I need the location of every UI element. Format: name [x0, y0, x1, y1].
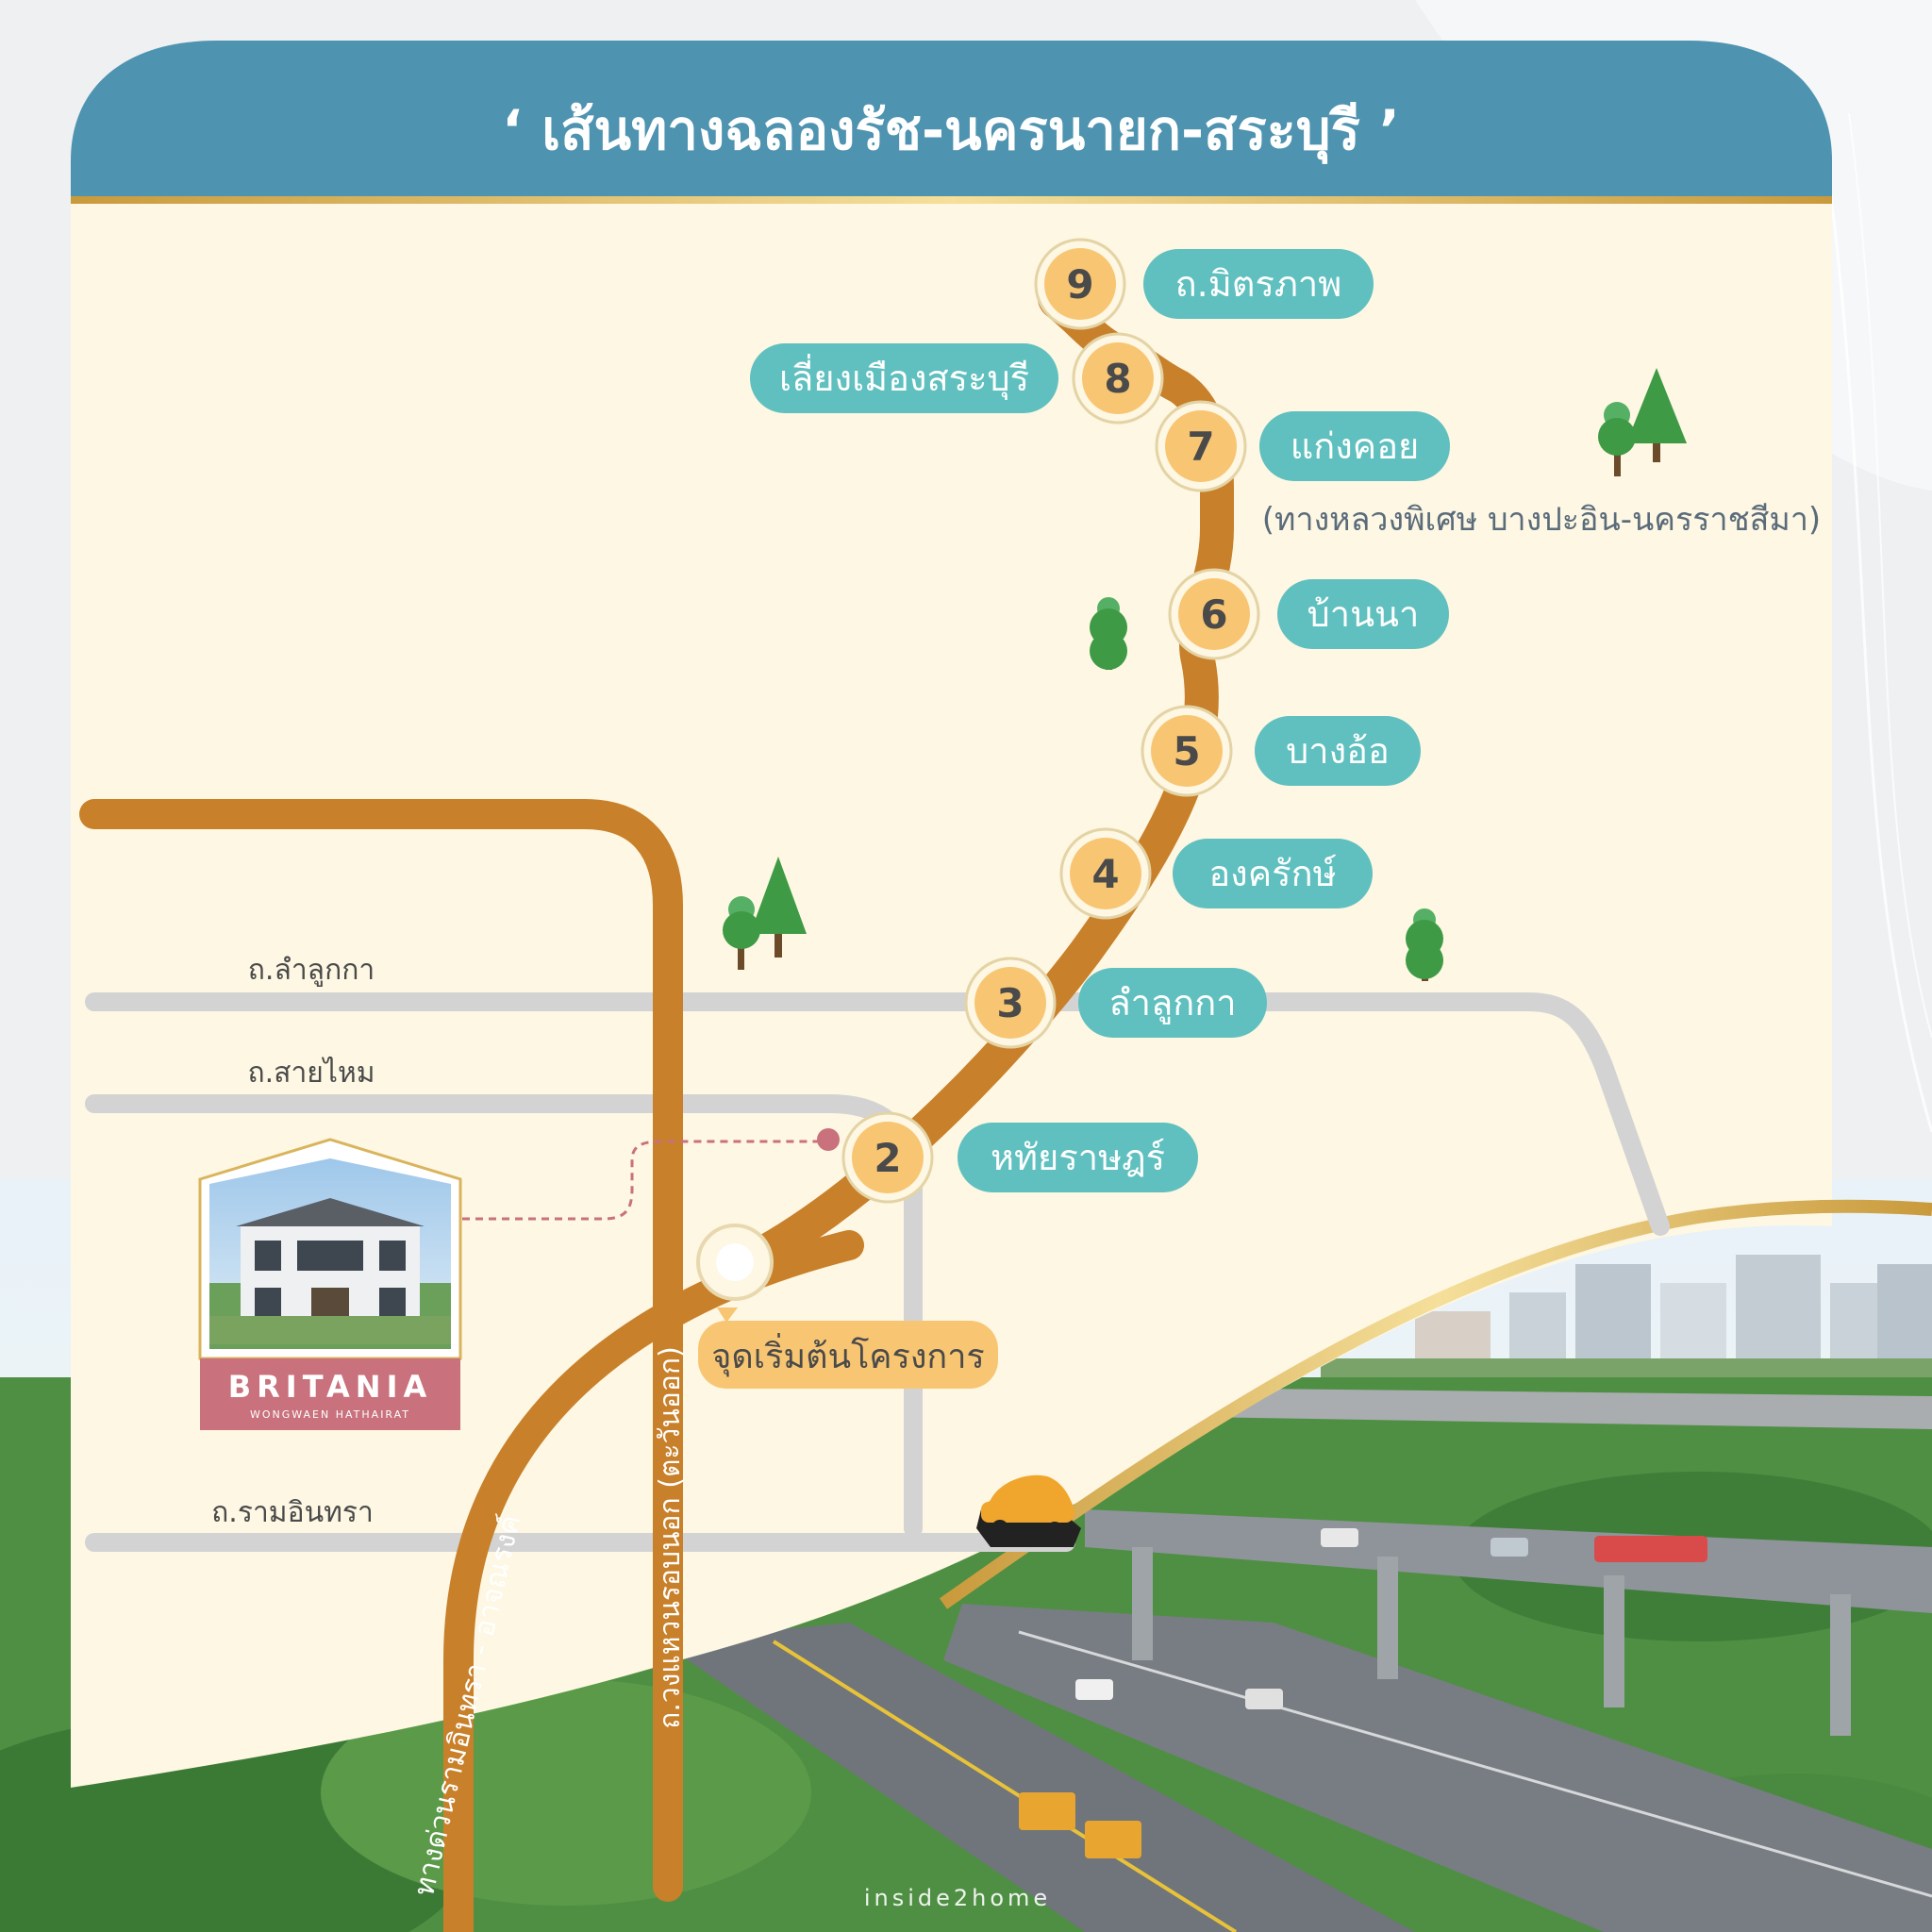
- label-road-ramintra: ถ.รามอินทรา: [211, 1496, 374, 1529]
- label-road-lamlukka: ถ.ลำลูกกา: [248, 954, 375, 987]
- station-number: 4: [1091, 851, 1119, 897]
- station-marker: [852, 1122, 924, 1193]
- station-4: องครักษ์ 4: [1059, 827, 1373, 920]
- road-ring-outer: [79, 799, 683, 1902]
- station-pill: [1277, 579, 1449, 649]
- station-marker: [1070, 838, 1141, 909]
- station-8: เลี่ยงเมืองสระบุรี 8: [750, 332, 1164, 425]
- station-marker: [1165, 410, 1237, 482]
- station-number: 5: [1173, 728, 1200, 774]
- pine-tree-icon: [750, 857, 807, 958]
- station-7: แก่งคอย 7: [1155, 400, 1450, 492]
- project-card: [198, 1138, 462, 1430]
- project-brand: BRITANIA: [228, 1369, 433, 1405]
- station-pill: [1143, 249, 1374, 319]
- station-pill: [1255, 716, 1421, 786]
- road-lamlukka: [85, 992, 1670, 1236]
- station-marker: [1178, 578, 1250, 650]
- motorway-note: (ทางหลวงพิเศษ บางปะอิน-นครราชสีมา): [1262, 501, 1821, 539]
- station-name: ลำลูกกา: [1108, 982, 1236, 1024]
- gold-wave-border: [939, 1199, 1932, 1609]
- project-location-dot: [817, 1128, 840, 1151]
- station-name: เลี่ยงเมืองสระบุรี: [779, 354, 1029, 400]
- station-marker: [1082, 342, 1154, 414]
- station-markers: หทัยราษฎร์ 2 ลำลูกกา 3 องครักษ์ 4 บางอ้อ 5 บ้านน…: [750, 238, 1450, 1204]
- start-point-label: จุดเริ่มต้นโครงการ: [711, 1333, 985, 1377]
- round-tree-icon: [723, 896, 760, 970]
- station-name: องครักษ์: [1208, 853, 1336, 894]
- project-connector: [462, 1140, 830, 1221]
- station-9: ถ.มิตรภาพ 9: [1034, 238, 1374, 330]
- station-marker: [974, 967, 1046, 1039]
- station-name: ถ.มิตรภาพ: [1175, 263, 1342, 305]
- pine-tree-icon: [1626, 368, 1687, 462]
- station-name: บ้านนา: [1307, 593, 1420, 635]
- round-tree-icon: [1406, 908, 1443, 981]
- start-point-marker: [696, 1224, 998, 1389]
- station-marker: [1151, 715, 1223, 787]
- station-marker: [1044, 248, 1116, 320]
- station-number: 7: [1187, 424, 1214, 470]
- station-pill: [750, 343, 1058, 413]
- round-tree-icon: [1598, 402, 1636, 476]
- label-road-ring: ถ.วงแหวนรอบนอก (ตะวันออก): [654, 1346, 687, 1729]
- car-icon: [976, 1474, 1081, 1547]
- round-tree-icon: [1090, 597, 1127, 670]
- station-number: 2: [874, 1135, 901, 1181]
- station-number: 9: [1066, 261, 1093, 308]
- page-title: ‘ เส้นทางฉลองรัช-นครนายก-สระบุรี ’: [502, 98, 1400, 165]
- station-number: 8: [1104, 356, 1131, 402]
- station-3: ลำลูกกา 3: [964, 957, 1267, 1049]
- station-name: หทัยราษฎร์: [991, 1137, 1165, 1178]
- station-name: แก่งคอย: [1291, 425, 1420, 467]
- station-pill: [1173, 839, 1373, 908]
- label-road-saimai: ถ.สายไหม: [247, 1056, 375, 1090]
- station-pill: [1259, 411, 1450, 481]
- house-photo: [209, 1158, 451, 1349]
- station-number: 3: [996, 980, 1024, 1026]
- station-5: บางอ้อ 5: [1141, 705, 1421, 797]
- station-number: 6: [1200, 591, 1227, 638]
- station-2: หทัยราษฎร์ 2: [841, 1111, 1198, 1204]
- header-banner: [71, 41, 1832, 204]
- project-sub: WONGWAEN HATHAIRAT: [250, 1408, 410, 1421]
- station-pill: [958, 1123, 1198, 1192]
- watermark: inside2home: [864, 1885, 1051, 1911]
- station-name: บางอ้อ: [1286, 730, 1390, 772]
- station-6: บ้านนา 6: [1168, 568, 1449, 660]
- station-pill: [1078, 968, 1267, 1038]
